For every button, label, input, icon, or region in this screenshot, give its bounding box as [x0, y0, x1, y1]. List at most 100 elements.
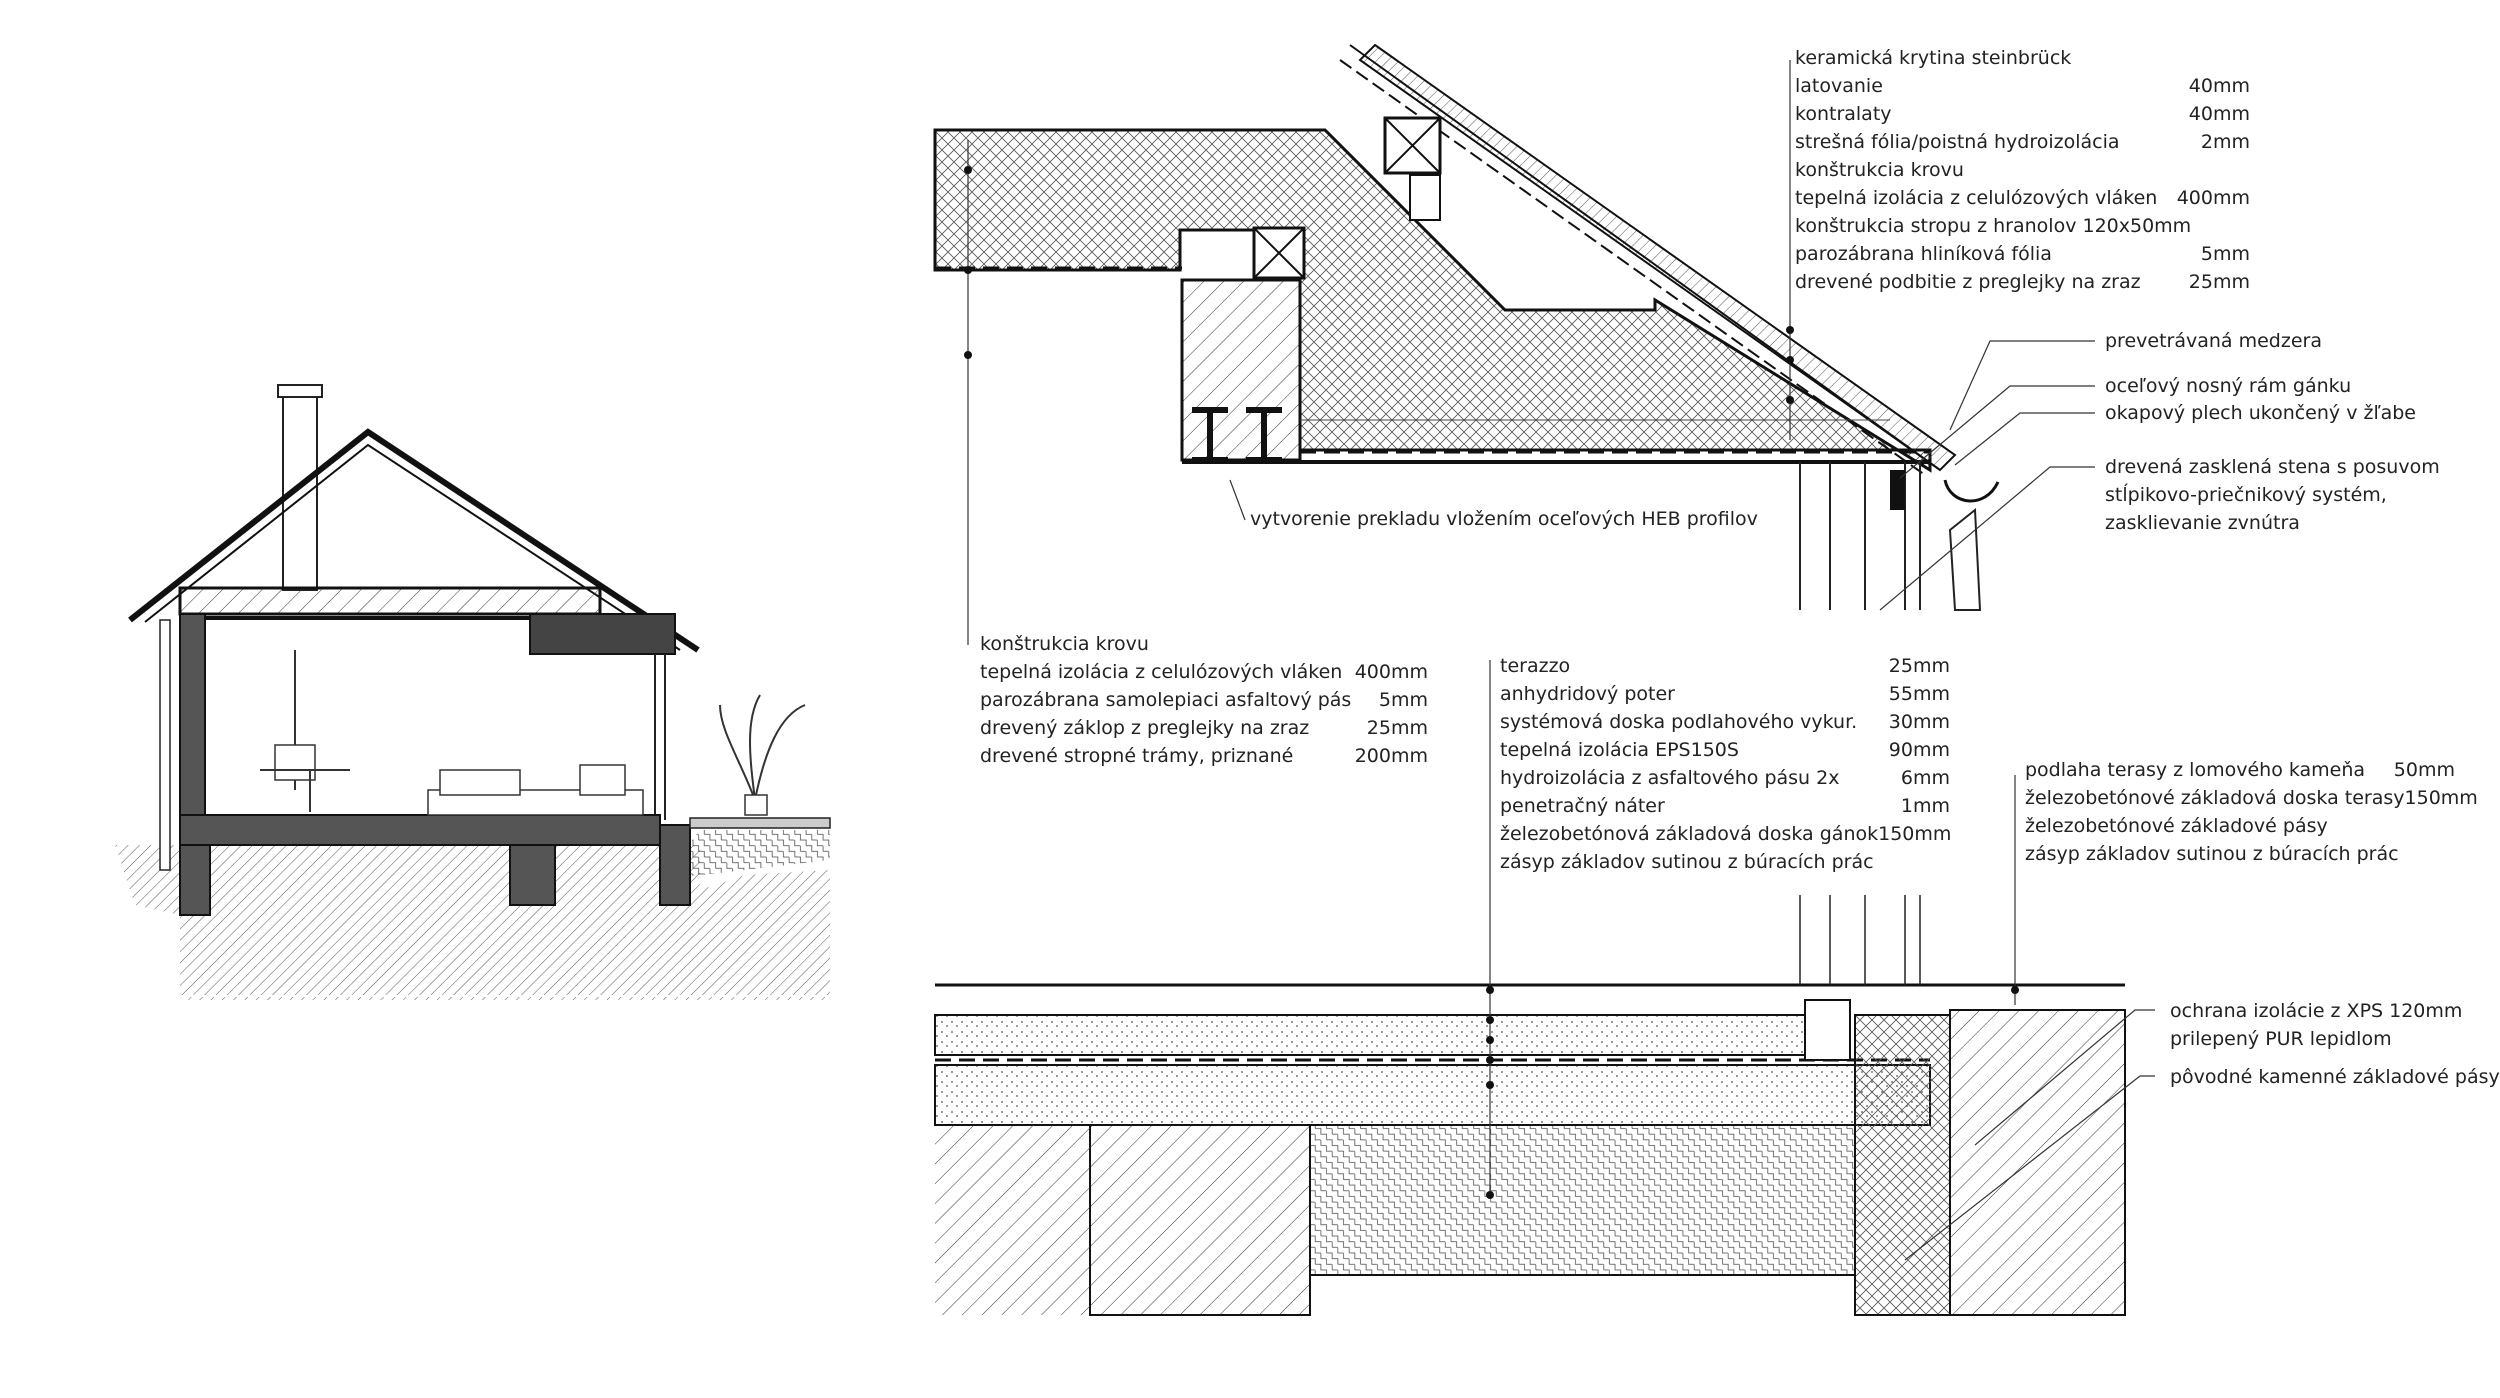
callout-text: pôvodné kamenné základové pásy: [2170, 1066, 2500, 1088]
eave-callout-drip-sheet: okapový plech ukončený v žľabe: [2105, 399, 2416, 427]
callout-line: drevená zasklená stena s posuvom: [2105, 456, 2440, 478]
layer-thickness: 25mm: [2188, 271, 2250, 293]
callout-line: zasklievanie zvnútra: [2105, 512, 2300, 534]
legend-row: parozábrana hliníková fólia 5mm: [1795, 240, 2250, 268]
layer-name: keramická krytina steinbrück: [1795, 47, 2072, 69]
layer-name: železobetónové základová doska terasy: [2025, 787, 2405, 809]
gutter: [1943, 479, 2000, 503]
layer-thickness: 55mm: [1888, 683, 1950, 705]
layer-thickness: 50mm: [2393, 759, 2455, 781]
ground-soil: [115, 845, 830, 1000]
legend-row: drevené podbitie z preglejky na zraz 25mm: [1795, 268, 2250, 296]
callout-line: prilepený PUR lepidlom: [2170, 1028, 2392, 1050]
roof-left-legend: konštrukcia krovu tepelná izolácia z cel…: [980, 630, 1428, 770]
layer-name: anhydridový poter: [1500, 683, 1675, 705]
legend-row: penetračný náter 1mm: [1500, 792, 1950, 820]
legend-row: zásyp základov sutinou z búracích prác: [2025, 840, 2455, 868]
eave-callout-steel-frame: oceľový nosný rám gánku: [2105, 372, 2351, 400]
legend-row: latovanie 40mm: [1795, 72, 2250, 100]
layer-name: drevené stropné trámy, priznané: [980, 745, 1294, 767]
layer-name: konštrukcia krovu: [1795, 159, 1964, 181]
lintel-callout: vytvorenie prekladu vložením oceľových H…: [1250, 505, 1758, 533]
floor-foundation-detail: [934, 660, 2155, 1316]
legend-row: parozábrana samolepiaci asfaltový pás 5mm: [980, 686, 1428, 714]
layer-thickness: 150mm: [1878, 823, 1952, 845]
legend-row: strešná fólia/poistná hydroizolácia 2mm: [1795, 128, 2250, 156]
legend-row: podlaha terasy z lomového kameňa 50mm: [2025, 756, 2455, 784]
layer-thickness: 1mm: [1900, 795, 1950, 817]
callout-line: stĺpikovo-priečnikový systém,: [2105, 484, 2387, 506]
layer-thickness: 2mm: [2200, 131, 2250, 153]
roof: [128, 428, 700, 653]
legend-row: terazzo 25mm: [1500, 652, 1950, 680]
eave-callout-glazed-wall: drevená zasklená stena s posuvom stĺpiko…: [2105, 453, 2440, 537]
callout-text: prevetrávaná medzera: [2105, 330, 2322, 352]
layer-thickness: 200mm: [1354, 745, 1428, 767]
layer-name: terazzo: [1500, 655, 1571, 677]
layer-name: parozábrana samolepiaci asfaltový pás: [980, 689, 1352, 711]
xps-callout: ochrana izolácie z XPS 120mm prilepený P…: [2170, 997, 2462, 1053]
layer-thickness: 25mm: [1366, 717, 1428, 739]
legend-row: systémová doska podlahového vykur. 30mm: [1500, 708, 1950, 736]
layer-thickness: 25mm: [1888, 655, 1950, 677]
layer-name: železobetónové základové pásy: [2025, 815, 2328, 837]
roof-top-legend: keramická krytina steinbrück latovanie 40…: [1795, 44, 2250, 296]
legend-row: anhydridový poter 55mm: [1500, 680, 1950, 708]
layer-thickness: 400mm: [1354, 661, 1428, 683]
layer-thickness: 5mm: [2200, 243, 2250, 265]
layer-name: tepelná izolácia EPS150S: [1500, 739, 1739, 761]
layer-thickness: 6mm: [1900, 767, 1950, 789]
legend-row: konštrukcia krovu: [980, 630, 1428, 658]
layer-thickness: 150mm: [2404, 787, 2478, 809]
layer-name: zásyp základov sutinou z búracích prác: [2025, 843, 2399, 865]
layer-name: zásyp základov sutinou z búracích prác: [1500, 851, 1874, 873]
callout-text: vytvorenie prekladu vložením oceľových H…: [1250, 508, 1758, 530]
layer-name: strešná fólia/poistná hydroizolácia: [1795, 131, 2120, 153]
legend-row: zásyp základov sutinou z búracích prác: [1500, 848, 1950, 876]
legend-row: konštrukcia krovu: [1795, 156, 2250, 184]
layer-thickness: 40mm: [2188, 75, 2250, 97]
base-slab: [934, 1064, 1931, 1126]
legend-row: hydroizolácia z asfaltového pásu 2x 6mm: [1500, 764, 1950, 792]
terrace-legend: podlaha terasy z lomového kameňa 50mm žel…: [2025, 756, 2478, 868]
layer-name: kontralaty: [1795, 103, 1892, 125]
callout-text: okapový plech ukončený v žľabe: [2105, 402, 2416, 424]
legend-row: drevený záklop z preglejky na zraz 25mm: [980, 714, 1428, 742]
stone-foundation-callout: pôvodné kamenné základové pásy: [2170, 1063, 2500, 1091]
layer-thickness: 5mm: [1378, 689, 1428, 711]
layer-name: konštrukcia stropu z hranolov 120x50mm: [1795, 215, 2192, 237]
legend-row: tepelná izolácia EPS150S 90mm: [1500, 736, 1950, 764]
layer-name: systémová doska podlahového vykur.: [1500, 711, 1858, 733]
layer-name: latovanie: [1795, 75, 1883, 97]
legend-row: keramická krytina steinbrück: [1795, 44, 2250, 72]
floor-slab: [179, 814, 661, 846]
layer-name: železobetónová základová doska gánok: [1500, 823, 1879, 845]
layer-name: tepelná izolácia z celulózových vláken: [980, 661, 1343, 683]
layer-name: podlaha terasy z lomového kameňa: [2025, 759, 2366, 781]
legend-row: kontralaty 40mm: [1795, 100, 2250, 128]
callout-text: oceľový nosný rám gánku: [2105, 375, 2352, 397]
layer-thickness: 90mm: [1888, 739, 1950, 761]
layer-thickness: 30mm: [1888, 711, 1950, 733]
layer-name: hydroizolácia z asfaltového pásu 2x: [1500, 767, 1840, 789]
legend-row: tepelná izolácia z celulózových vláken 40…: [1795, 184, 2250, 212]
layer-thickness: 400mm: [2176, 187, 2250, 209]
floor-legend: terazzo 25mm anhydridový poter 55mm systém…: [1500, 652, 1952, 876]
eave-callout-ventilated-gap: prevetrávaná medzera: [2105, 327, 2322, 355]
legend-row: tepelná izolácia z celulózových vláken 40…: [980, 658, 1428, 686]
layer-name: drevený záklop z preglejky na zraz: [980, 717, 1310, 739]
legend-row: drevené stropné trámy, priznané 200mm: [980, 742, 1428, 770]
layer-thickness: 40mm: [2188, 103, 2250, 125]
roof-eave-detail: [933, 43, 2095, 645]
layer-name: penetračný náter: [1500, 795, 1665, 817]
layer-name: parozábrana hliníková fólia: [1795, 243, 2052, 265]
layer-name: konštrukcia krovu: [980, 633, 1149, 655]
layer-name: tepelná izolácia z celulózových vláken: [1795, 187, 2158, 209]
legend-row: železobetónové základové pásy: [2025, 812, 2455, 840]
layer-name: drevené podbitie z preglejky na zraz: [1795, 271, 2141, 293]
callout-line: ochrana izolácie z XPS 120mm: [2170, 1000, 2463, 1022]
house-section: [112, 384, 832, 1000]
